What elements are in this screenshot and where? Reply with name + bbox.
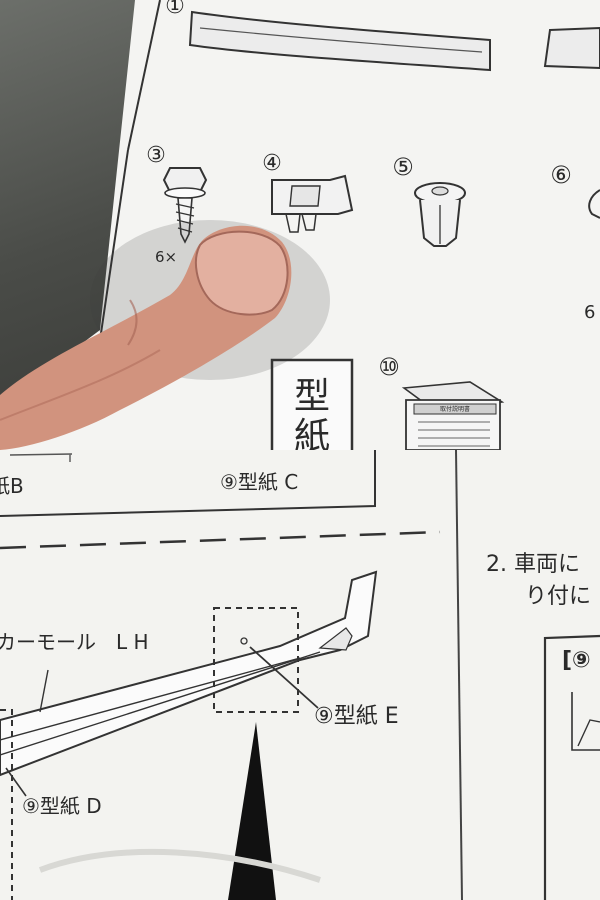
- label-template-d: ⑨型紙 D: [22, 794, 102, 818]
- label-rocker-molding: カーモール L H: [0, 630, 149, 654]
- screw-part-3: [162, 167, 208, 244]
- part-number-6: ⑥: [550, 161, 572, 189]
- top-photo-drawing: ① ③ ④ ⑤ ⑥ ⑩ 6× 6 型 紙 取付説明書: [0, 0, 600, 450]
- top-photo: ① ③ ④ ⑤ ⑥ ⑩ 6× 6 型 紙 取付説明書: [0, 0, 600, 450]
- bottom-photo: 紙B ⑨型紙 C カーモール L H ⑨型紙 E ⑨型紙 D 2. 車両に り付…: [0, 450, 600, 900]
- frame-line: [99, 149, 129, 341]
- template-box-outline: [0, 450, 376, 517]
- instruction-booklet-part-10: [401, 381, 505, 450]
- bottom-photo-drawing: [0, 450, 600, 900]
- part-number-10: ⑩: [378, 353, 400, 381]
- template-box-bracket: [9, 453, 73, 462]
- rocker-molding-lh: [0, 570, 378, 777]
- right-edge-quantity: 6: [584, 302, 595, 323]
- part-6-fragment: [588, 189, 600, 219]
- faint-bleed-through: [38, 848, 321, 883]
- part-number-4: ④: [262, 151, 282, 176]
- template-sheet-char-2: 紙: [294, 416, 330, 450]
- template-sheet-box: [270, 358, 354, 450]
- step2-detail-2: [577, 719, 600, 747]
- step-2-subheading: り付に: [525, 584, 592, 609]
- label-template-e: ⑨型紙 E: [314, 704, 399, 729]
- leader-line-d: [5, 767, 27, 797]
- frame-line: [127, 0, 161, 151]
- hole-marker: [240, 637, 248, 645]
- pointer-arrow: [228, 722, 276, 900]
- clip-part-4: [271, 174, 354, 233]
- side-skirt-part-2: [543, 26, 600, 70]
- part-number-1: ①: [165, 0, 185, 19]
- template-d-area: [0, 709, 13, 900]
- label-template-b: 紙B: [0, 474, 24, 498]
- column-divider: [455, 450, 463, 900]
- template-sheet-char-1: 型: [294, 376, 330, 417]
- side-skirt-detail: [199, 27, 483, 53]
- grommet-part-5: [414, 182, 466, 247]
- pointing-finger: [0, 220, 330, 450]
- part-number-5: ⑤: [392, 153, 414, 181]
- quantity-fragment: 6×: [155, 248, 177, 266]
- dashed-separator: [0, 530, 441, 550]
- step-2-bracket-label: [⑨: [562, 648, 591, 673]
- label-template-c: ⑨型紙 C: [220, 470, 299, 494]
- step2-box: [543, 634, 600, 900]
- part-number-3: ③: [146, 143, 166, 168]
- template-e-area: [213, 607, 299, 713]
- leader-line-molding: [39, 669, 49, 713]
- booklet-title: 取付説明書: [440, 405, 470, 413]
- step-2-heading: 2. 車両に: [486, 552, 580, 577]
- step2-detail: [571, 692, 600, 751]
- leader-line-e: [249, 646, 319, 709]
